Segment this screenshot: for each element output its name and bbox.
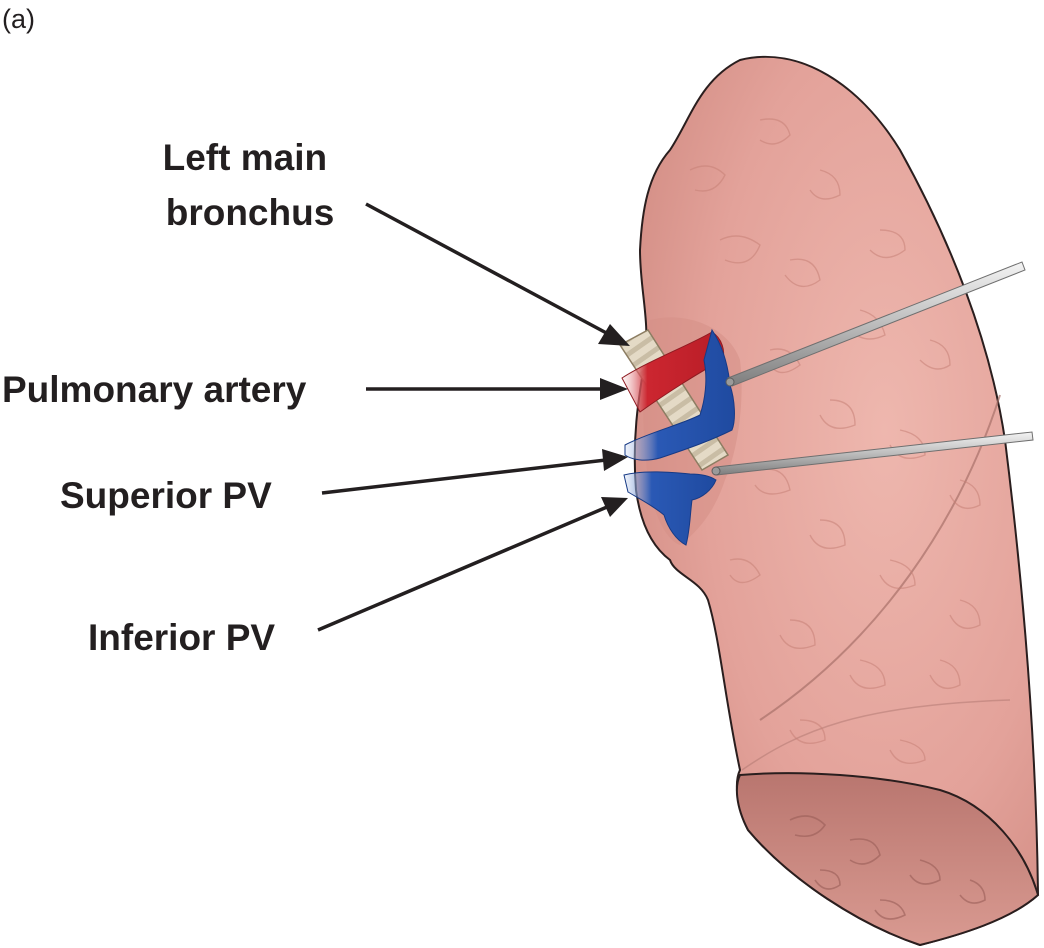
surgical-probes <box>711 261 1034 476</box>
arrow-pulmonary-artery-head <box>600 378 628 400</box>
panel-label: (a) <box>2 4 35 34</box>
arrow-superior-pv-line <box>321 458 607 495</box>
inferior-pulmonary-vein <box>623 471 717 546</box>
label-left-main-bronchus: Left main bronchus <box>163 137 338 233</box>
left-lung <box>633 55 1040 947</box>
arrow-inferior-pv-head <box>601 497 628 517</box>
hilar-structures <box>618 261 1034 546</box>
label-pulmonary-artery: Pulmonary artery <box>2 369 307 410</box>
arrow-superior-pv-head <box>602 449 628 471</box>
lung-fissure-lower <box>741 699 1011 771</box>
upper-probe-tip <box>725 377 735 387</box>
lower-probe-tip <box>711 466 721 476</box>
label-left-main-bronchus-line1: Left main <box>163 137 327 178</box>
cut-base-texture <box>789 815 986 920</box>
label-inferior-pv: Inferior PV <box>88 617 275 658</box>
arrow-left-main-bronchus-head <box>598 324 630 346</box>
arrow-inferior-pv-line <box>317 505 608 632</box>
label-superior-pv: Superior PV <box>60 475 272 516</box>
callouts: Left main bronchus Pulmonary artery Supe… <box>2 137 630 658</box>
label-left-main-bronchus-line2: bronchus <box>166 192 335 233</box>
pulmonary-artery <box>621 331 725 413</box>
lung-cut-base <box>735 772 1040 947</box>
arrow-left-main-bronchus-line <box>365 202 613 338</box>
lung-texture <box>689 118 981 764</box>
